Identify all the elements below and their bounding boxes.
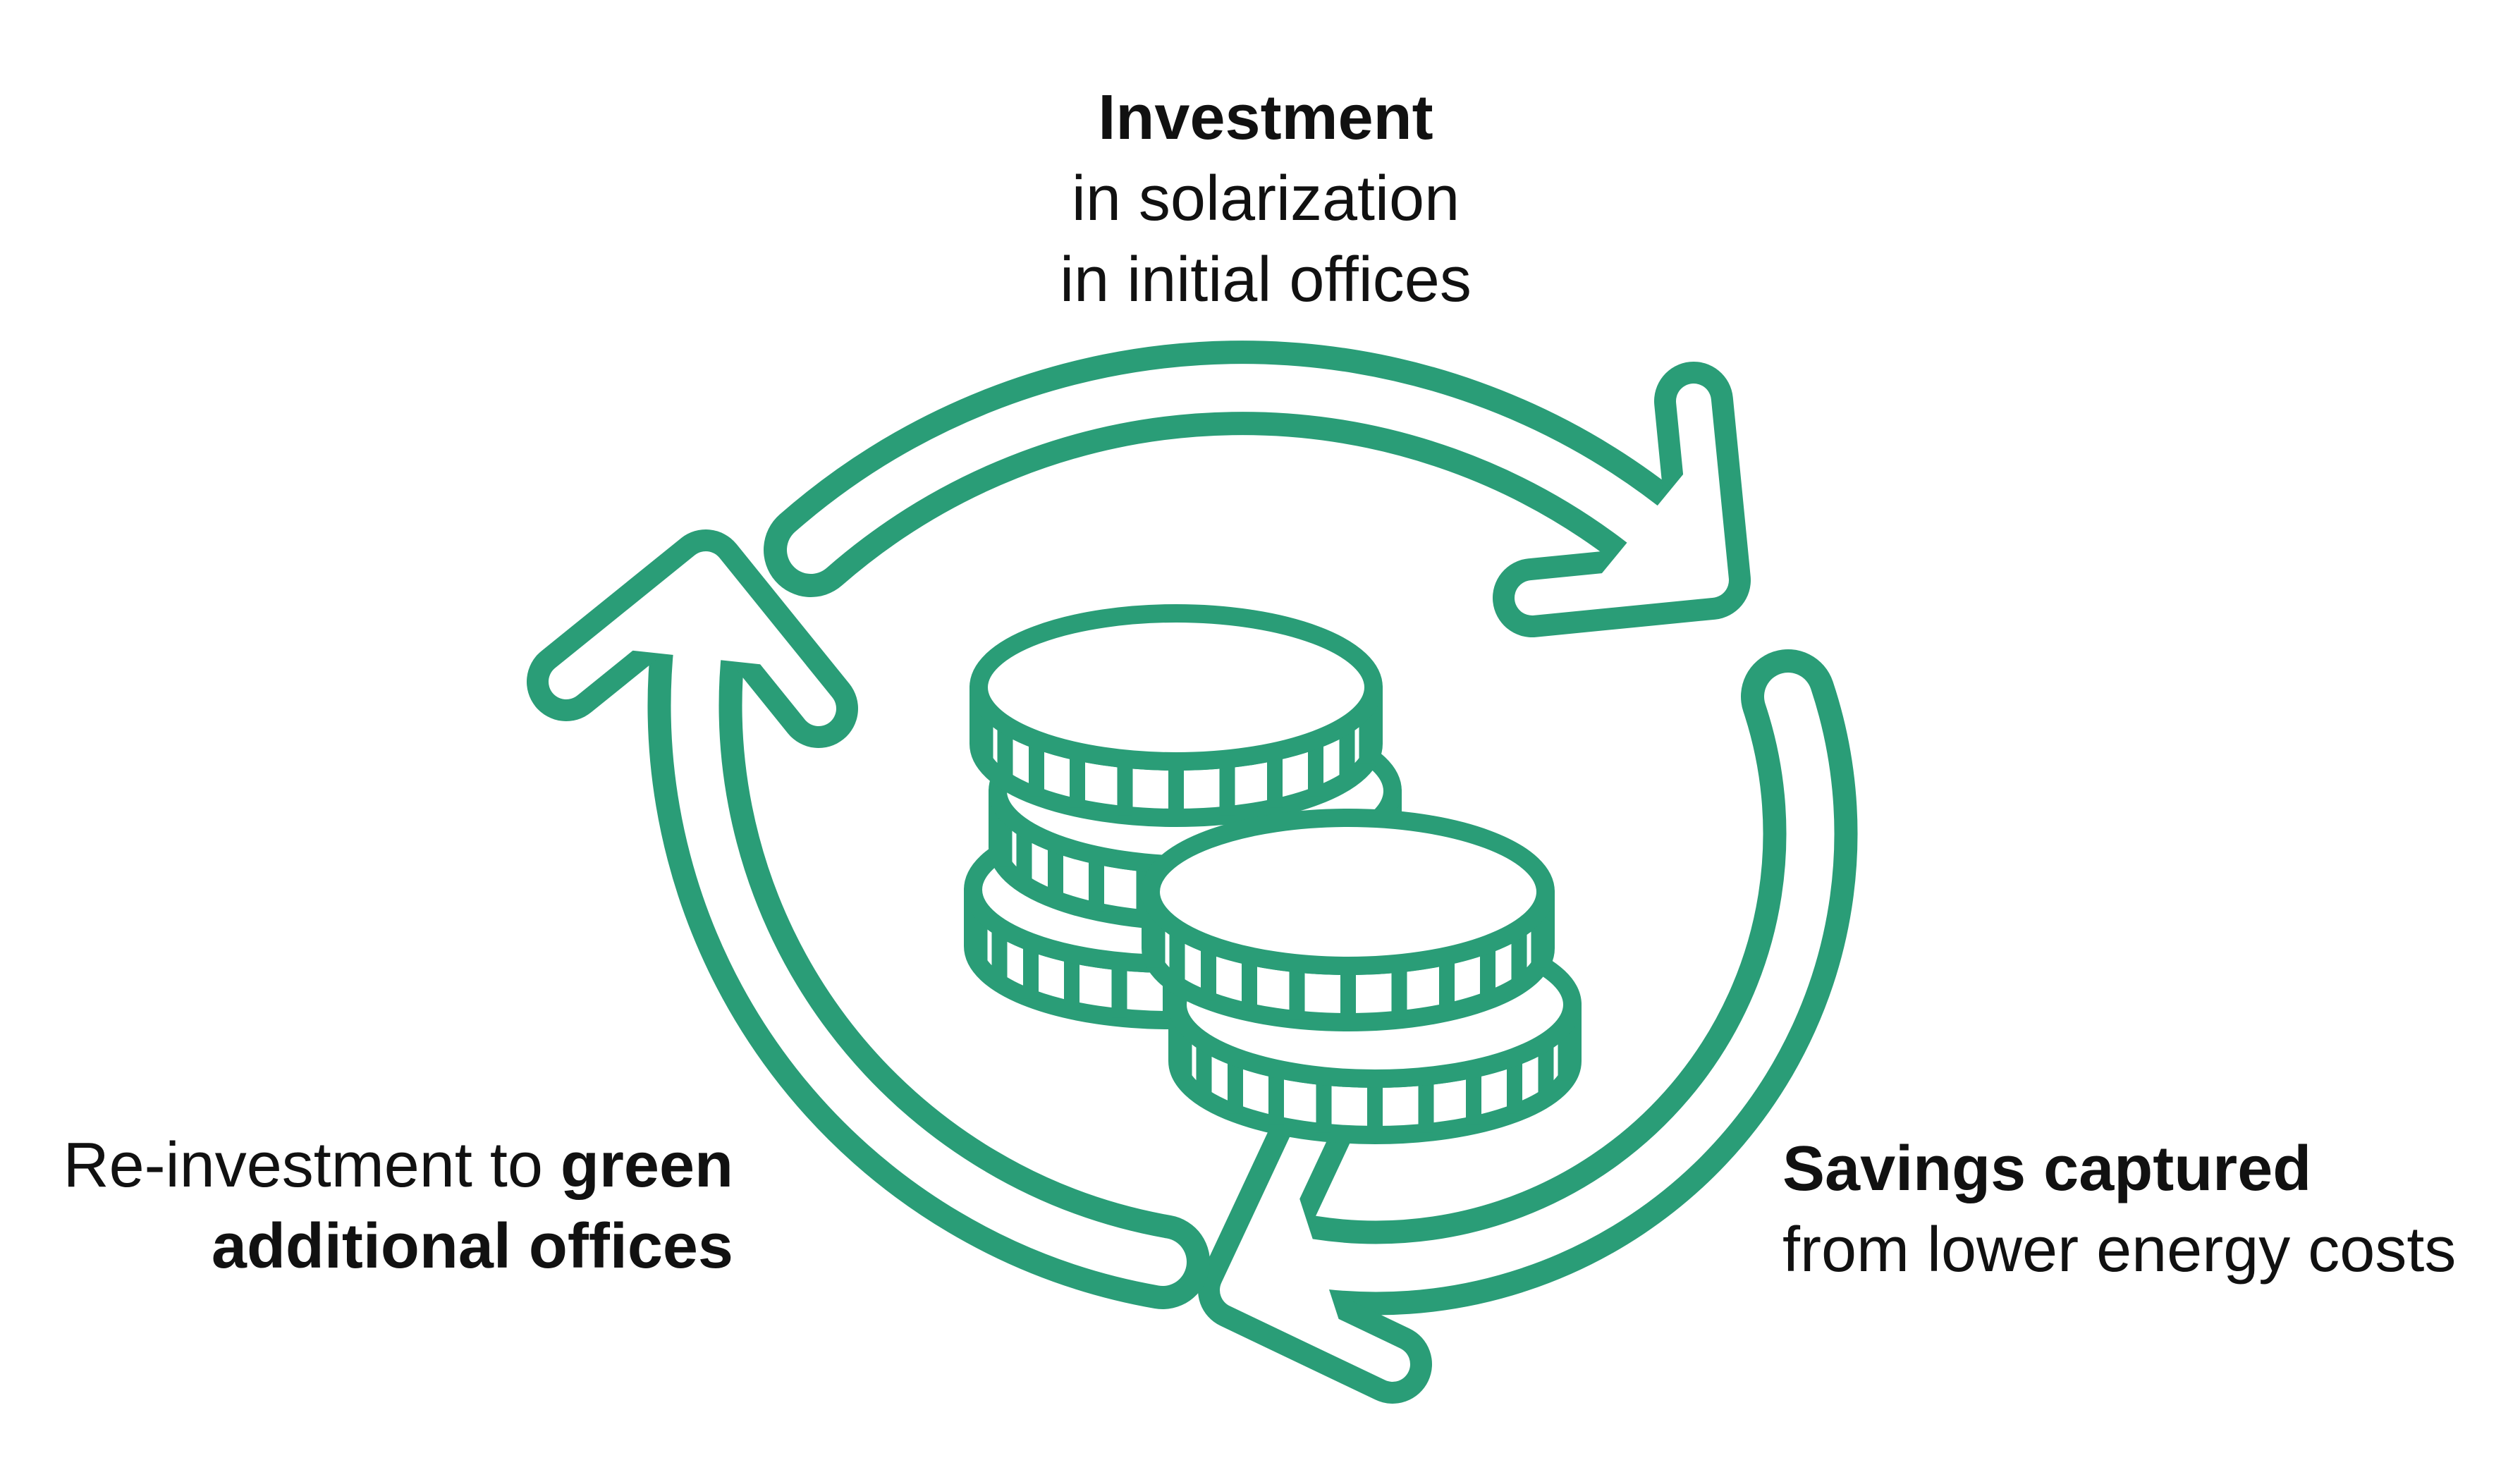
label-investment-line3: in initial offices [1060,245,1472,315]
label-investment: Investment in solarization in initial of… [1060,78,1472,321]
label-reinvestment-line1-regular: Re-investment to [63,1130,561,1201]
cycle-arrow-top-icon [764,341,1751,637]
coin [1151,818,1546,1022]
label-savings-line1: Savings captured [1782,1134,2312,1204]
label-investment-line1: Investment [1098,82,1433,153]
coin [979,613,1374,818]
cycle-arrow-right-icon [1198,649,1858,1404]
cycle-arrow-left-icon [527,529,1210,1309]
coins-stack-icon [973,613,1572,1135]
label-savings: Savings captured from lower energy costs [1782,1129,2456,1291]
label-savings-line2: from lower energy costs [1782,1215,2457,1285]
label-reinvestment-line1-bold: green [560,1130,733,1201]
label-reinvestment: Re-investment to green additional office… [63,1125,733,1287]
label-investment-line2: in solarization [1071,164,1460,234]
label-reinvestment-line2: additional offices [211,1211,733,1282]
label-reinvestment-line1: Re-investment to green [63,1125,733,1206]
